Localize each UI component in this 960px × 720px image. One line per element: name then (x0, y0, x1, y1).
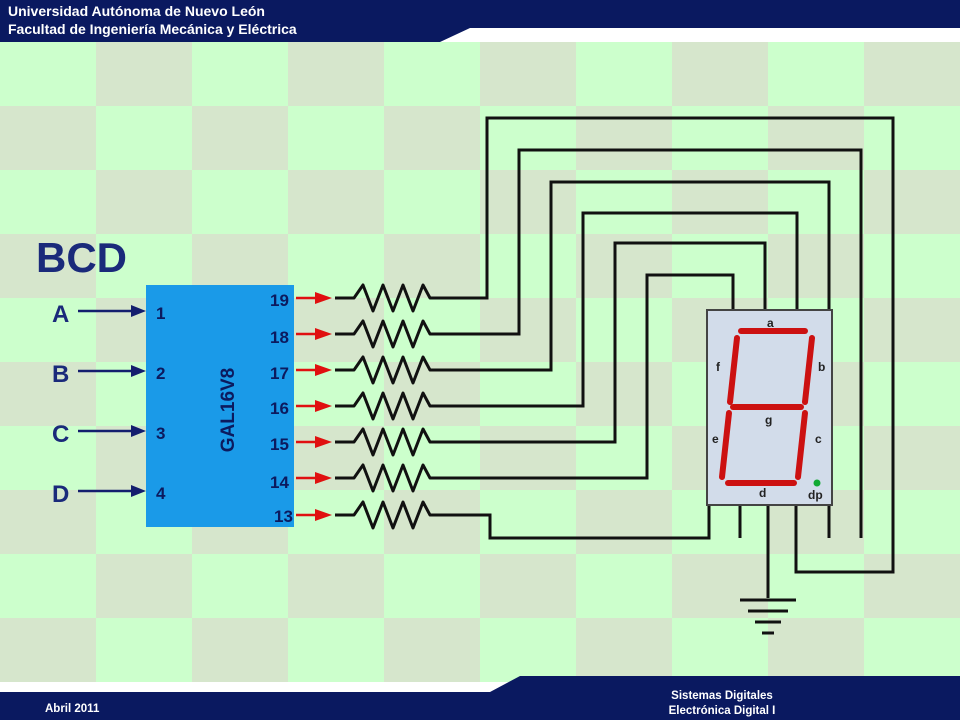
wire-19 (455, 116, 895, 574)
resistor-17 (335, 355, 455, 385)
output-arrow-13-head (315, 509, 332, 521)
gal-chip (146, 285, 294, 527)
segment-label-dp: dp (808, 488, 823, 502)
output-pin-13: 13 (274, 507, 293, 526)
diagram-title: BCD (36, 234, 127, 281)
output-pin-17: 17 (270, 364, 289, 383)
wire-16 (455, 211, 799, 408)
output-arrow-19-head (315, 292, 332, 304)
output-arrow-16-head (315, 400, 332, 412)
output-pin-18: 18 (270, 328, 289, 347)
input-letter-a: A (52, 301, 69, 328)
wire-13 (455, 505, 711, 540)
input-letter-b: B (52, 361, 69, 388)
chip-label: GAL16V8 (218, 368, 239, 452)
resistor-13 (335, 500, 455, 530)
input-arrow-b-head (131, 365, 146, 377)
resistor-19 (335, 283, 455, 313)
wire-14 (455, 273, 735, 480)
output-pin-16: 16 (270, 399, 289, 418)
segment-label-e: e (712, 432, 719, 446)
input-arrow-c-head (131, 425, 146, 437)
header-band (0, 0, 960, 42)
header-university: Universidad Autónoma de Nuevo León (8, 3, 265, 19)
output-arrow-15-head (315, 436, 332, 448)
output-arrows-group (296, 292, 332, 521)
resistor-16 (335, 391, 455, 421)
decimal-point-dot (813, 479, 821, 487)
seven-segment-display: a f b g e c d dp (706, 309, 833, 506)
input-letter-d: D (52, 481, 69, 508)
ground-symbol (740, 598, 796, 635)
input-pin-1: 1 (156, 304, 165, 323)
segment-f (727, 335, 740, 405)
segment-label-c: c (815, 432, 822, 446)
resistor-18 (335, 319, 455, 349)
footer-course-line1: Sistemas Digitales (671, 690, 773, 702)
input-pin-3: 3 (156, 424, 165, 443)
segment-label-d: d (759, 486, 766, 500)
footer-date: Abril 2011 (45, 703, 100, 715)
input-arrow-d-head (131, 485, 146, 497)
footer-band (0, 676, 960, 720)
segments-group (719, 328, 815, 486)
resistor-14 (335, 463, 455, 493)
output-pin-15: 15 (270, 435, 289, 454)
segment-e (719, 410, 732, 480)
resistors-group (335, 283, 455, 530)
output-arrow-18-head (315, 328, 332, 340)
header-faculty: Facultad de Ingeniería Mecánica y Eléctr… (8, 21, 297, 37)
input-arrow-a-head (131, 305, 146, 317)
segment-label-b: b (818, 360, 825, 374)
output-pin-14: 14 (270, 473, 289, 492)
output-pin-19: 19 (270, 291, 289, 310)
resistor-15 (335, 427, 455, 457)
output-pins-group: 19 18 17 16 15 14 13 (270, 291, 293, 526)
input-letter-c: C (52, 421, 69, 448)
wires-group (455, 116, 895, 598)
wire-15 (455, 241, 767, 444)
input-pin-4: 4 (156, 484, 166, 503)
segment-c (795, 410, 808, 480)
segment-b (802, 335, 815, 405)
segment-label-a: a (767, 316, 774, 330)
footer-course-line2: Electrónica Digital I (668, 705, 776, 717)
input-pin-2: 2 (156, 364, 165, 383)
inputs-group: A B C D 1 2 3 4 (52, 301, 166, 508)
output-arrow-17-head (315, 364, 332, 376)
segment-label-f: f (716, 360, 721, 374)
output-arrow-14-head (315, 472, 332, 484)
segment-label-g: g (765, 413, 772, 427)
wire-17 (455, 180, 831, 538)
wire-18 (455, 148, 863, 538)
